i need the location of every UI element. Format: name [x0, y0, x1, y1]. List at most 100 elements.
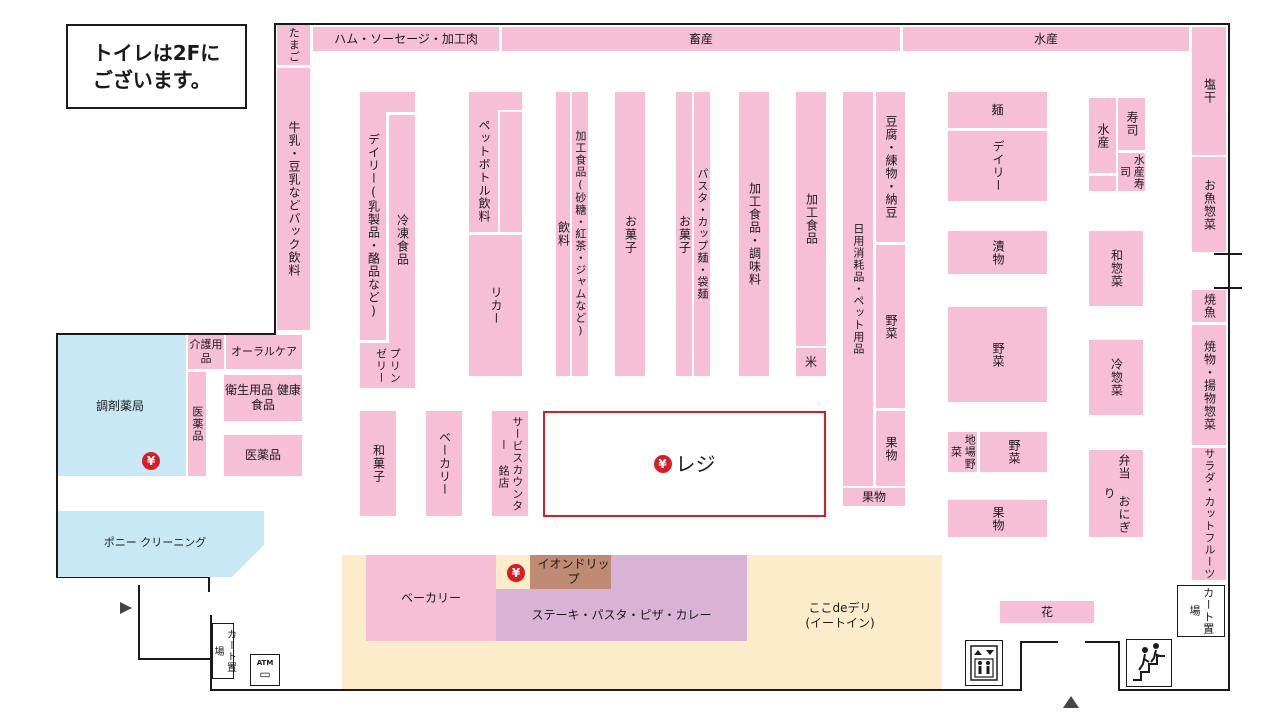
toilet-notice: トイレは2Fに ございます。: [66, 24, 247, 109]
shelf-reito: 冷凍食品: [389, 115, 415, 365]
wall-bottom-door-left: [1020, 641, 1022, 691]
shelf-ham: ハム・ソーセージ・加工肉: [313, 27, 499, 51]
shelf-tamago: たまご: [277, 25, 310, 65]
shelf-kudamono-bottom: 果物: [843, 488, 905, 506]
shelf-tsukemono: 漬物: [948, 231, 1047, 274]
shelf-pasta: パスタ・カップ麺・袋麺: [694, 92, 710, 376]
aeon-drip: イオンドリップ: [530, 555, 611, 589]
shelf-okashi-2: お菓子: [676, 92, 692, 376]
shelf-chikusan: 畜産: [502, 27, 900, 51]
shelf-kako: 加工食品: [796, 92, 826, 346]
wall-entrance-post: [138, 585, 140, 660]
shelf-pet-side: [500, 112, 522, 232]
atm-label: ATM: [256, 659, 274, 667]
wall-bottom-door-right: [1118, 641, 1120, 691]
yen-icon: ¥: [653, 455, 672, 473]
shelf-tofu: 豆腐・練物・納豆: [876, 92, 905, 242]
wall-left-lower: [56, 333, 58, 577]
shelf-kako-sugar: 加工食品(砂糖・紅茶・ジャムなど): [572, 92, 588, 376]
aeon-drip-register: ¥: [506, 563, 526, 583]
wall-left-upper: [274, 23, 276, 334]
register-label: レジ: [675, 451, 716, 476]
cleaning-area: [58, 511, 264, 577]
shelf-wasozai: 和惣菜: [1089, 231, 1143, 306]
yen-icon: ¥: [142, 452, 160, 470]
shelf-jiba-yasai: 地場野菜: [948, 432, 977, 472]
shelf-kome: 米: [796, 348, 826, 376]
shelf-daily-right: デイリー: [948, 131, 1047, 201]
elevator-icon: [965, 640, 1003, 686]
pharmacy-label: 調剤薬局: [95, 398, 144, 413]
shelf-reisozai: 冷惣菜: [1089, 340, 1143, 415]
shelf-daily-dairy: デイリー(乳製品・酪品など): [360, 112, 386, 340]
entrance-arrow-left-icon: [120, 602, 132, 614]
kokode-deli-label: ここdeデリ: [808, 601, 872, 615]
shelf-inryo: 飲料: [556, 92, 571, 376]
shelf-bakery-front: ベーカリー: [426, 411, 462, 516]
wall-tick-2: [1214, 287, 1242, 289]
restaurant-top: [611, 555, 747, 589]
shelf-suisan-base: [1089, 176, 1116, 191]
yen-icon: ¥: [507, 564, 525, 582]
wall-bottom-left-post: [210, 615, 212, 691]
wall-bottom-door-top-left: [1020, 641, 1058, 643]
restaurant-steak: ステーキ・パスタ・ピザ・カレー: [496, 589, 747, 641]
shelf-yasai-small: 野菜: [980, 432, 1047, 472]
entrance-arrow-bottom-icon: [1063, 696, 1079, 708]
cart-area-left: カート置場: [212, 623, 236, 679]
wall-entrance-floor: [138, 658, 212, 660]
cleaning-label: ポニー クリーニング: [103, 536, 207, 550]
wall-right: [1228, 23, 1230, 691]
shelf-gyunyu: 牛乳・豆乳などパック飲料: [277, 68, 310, 330]
notice-line-2: ございます。: [92, 67, 211, 92]
shelf-men: 麺: [948, 92, 1047, 128]
wall-step: [56, 333, 276, 335]
shelf-suisan-right: 水産: [1089, 98, 1116, 173]
shelf-pet-bottle: ペットボトル飲料: [469, 110, 498, 232]
shelf-liquor: リカー: [469, 235, 522, 376]
shelf-eisei: 衛生用品 健康食品: [224, 375, 302, 421]
pharmacy-register: ¥: [140, 450, 162, 472]
shelf-osakana: お魚惣菜: [1192, 157, 1226, 252]
pharmacy-area: [58, 335, 186, 476]
shelf-pet-top: [469, 92, 522, 110]
shelf-pudding: プリン ゼリー: [360, 343, 415, 388]
shelf-iyaku-vertical: 医薬品: [188, 372, 206, 476]
shelf-suisan-top: 水産: [903, 27, 1189, 51]
shelf-yasai-mid: 野菜: [876, 245, 905, 408]
shelf-daily-dairy-top: [360, 92, 415, 112]
shelf-kudamono-right: 果物: [948, 500, 1047, 537]
wall-bottom-right: [1118, 689, 1230, 691]
register-area: ¥ レジ: [543, 411, 826, 517]
shelf-sushi: 寿司: [1118, 98, 1145, 150]
shelf-shiohoshi: 塩干: [1192, 27, 1226, 155]
shelf-hana: 花: [1000, 601, 1094, 623]
wall-top: [274, 23, 1230, 25]
shelf-bento: 弁当 おにぎり: [1089, 450, 1143, 537]
atm-icon: ATM ▭: [250, 654, 280, 686]
shelf-iyaku: 医薬品: [224, 435, 302, 476]
shelf-bakery-bottom: ベーカリー: [366, 555, 496, 641]
wall-bottom: [210, 689, 1022, 691]
shelf-nichiyo: 日用消耗品・ペット用品: [843, 92, 873, 486]
shelf-kako-chomi: 加工食品・調味料: [739, 92, 769, 376]
stairs-icon: [1126, 639, 1172, 687]
shelf-salad: サラダ・カットフルーツ: [1192, 448, 1226, 580]
shelf-kudamono-mid: 果物: [876, 411, 905, 486]
service-counter: サービスカウンター 銘店: [492, 411, 528, 516]
shelf-wagashi: 和菓子: [360, 411, 396, 516]
shelf-kaigo: 介護用品: [188, 335, 224, 369]
shelf-okashi-1: お菓子: [615, 92, 645, 376]
wall-bottom-door-top-right: [1085, 641, 1120, 643]
notice-line-1: トイレは2Fに: [92, 40, 221, 65]
wall-pharmacy-bottom: [56, 576, 210, 578]
shelf-yakizakana: 焼魚: [1192, 290, 1226, 322]
kokode-deli: ここdeデリ (イートイン): [770, 596, 910, 636]
shelf-yasai-right: 野菜: [948, 307, 1047, 402]
shelf-suisan-sushi: 水産寿司: [1118, 153, 1146, 191]
shelf-yakimono: 焼物・揚物惣菜: [1192, 325, 1226, 445]
cart-area-right: カート置場: [1177, 585, 1225, 637]
wall-entrance-left: [208, 576, 210, 592]
eat-in-label: (イートイン): [805, 616, 875, 630]
shelf-oral: オーラルケア: [226, 335, 302, 369]
